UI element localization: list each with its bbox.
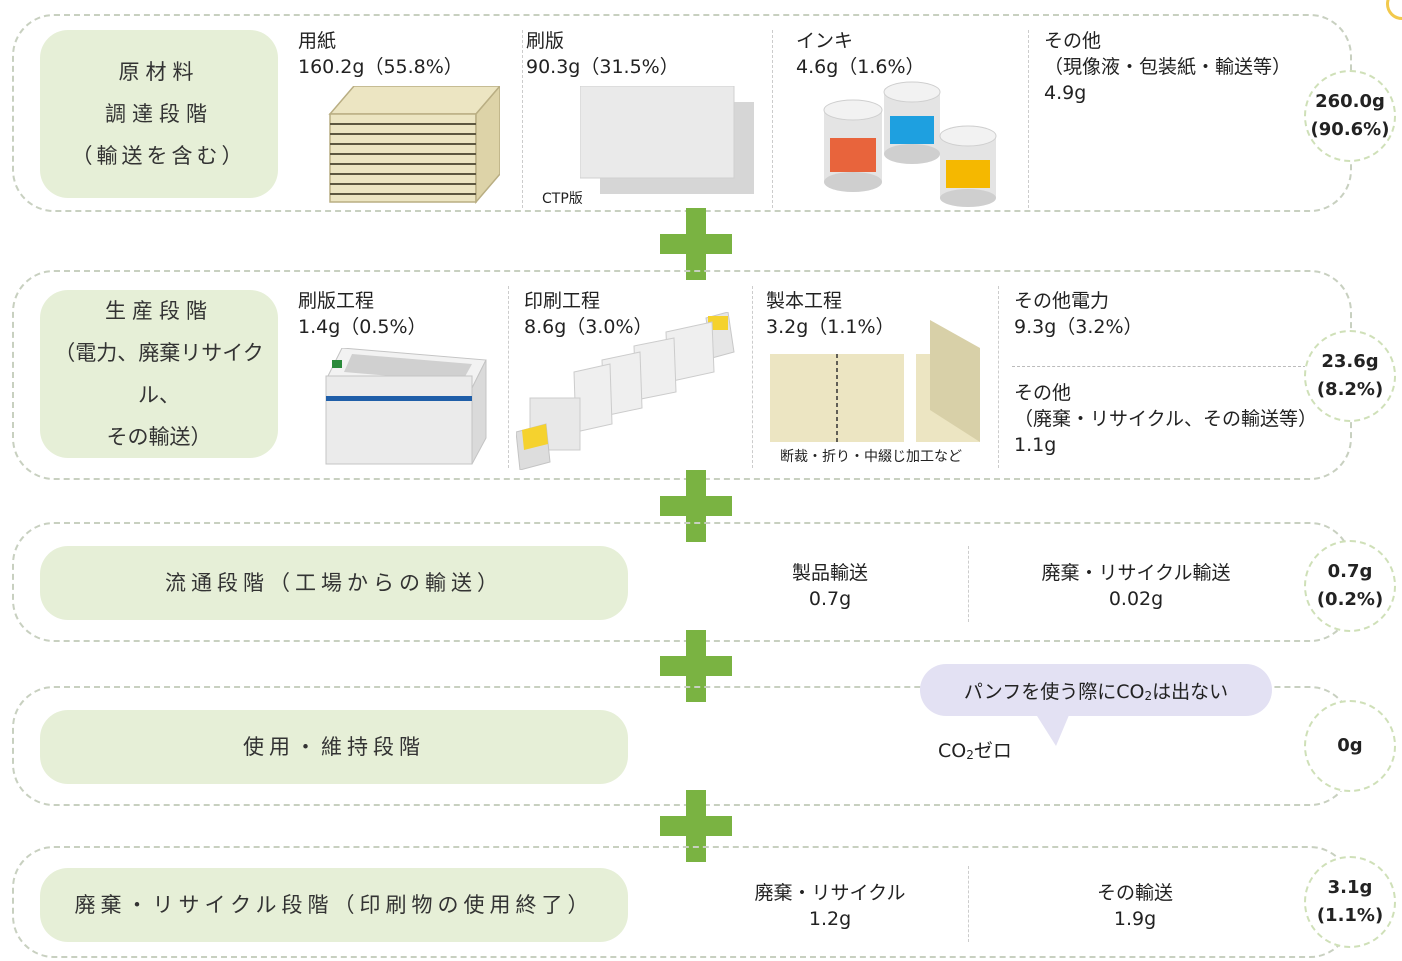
item-paper: 用紙 160.2g（55.8%） (298, 28, 463, 80)
item-other-materials: その他 （現像液・包装紙・輸送等） 4.9g (1044, 28, 1291, 106)
item-value: 1.9g (1113, 908, 1157, 930)
stage-total: 3.1g (1.1%) (1304, 856, 1396, 948)
stage-label-line: 流通段階（工場からの輸送） (165, 571, 503, 595)
divider (752, 286, 753, 468)
total-percent: (90.6%) (1310, 119, 1390, 140)
item-value: 4.9g (1044, 82, 1087, 104)
divider (968, 866, 969, 942)
item-name: 刷版工程 (298, 290, 375, 312)
divider (522, 30, 523, 208)
divider (1028, 30, 1029, 208)
item-value: 1.2g (808, 908, 852, 930)
total-percent: (1.1%) (1316, 905, 1384, 926)
stage-total: 260.0g (90.6%) (1304, 70, 1396, 162)
stage-total: 0g (1304, 700, 1396, 792)
total-percent: (0.2%) (1316, 589, 1384, 610)
item-disposal-recycle: 廃棄・リサイクル 1.2g (736, 880, 924, 932)
plus-icon (660, 790, 732, 862)
platesetter-icon (325, 348, 487, 465)
plate-caption: CTP版 (542, 191, 583, 207)
stage-total: 23.6g (8.2%) (1304, 330, 1396, 422)
stage-label-line: 原材料 (118, 60, 200, 84)
total-value: 0g (1337, 735, 1363, 756)
binding-caption: 断裁・折り・中綴じ加工など (780, 449, 962, 465)
binding-sheets-icon (770, 320, 980, 442)
printing-press-icon (516, 312, 735, 470)
item-value: 160.2g（55.8%） (298, 56, 463, 78)
stage-label-line: 調達段階 (105, 102, 213, 126)
item-name: その他 (1044, 30, 1102, 52)
item-product-transport: 製品輸送 0.7g (748, 560, 912, 612)
item-name: その輸送 (1096, 882, 1173, 904)
item-name: 用紙 (298, 30, 337, 52)
speech-bubble: パンフを使う際にCO2は出ない (920, 664, 1272, 716)
bubble-text: パンフを使う際にCO2は出ない (963, 680, 1229, 703)
item-ink: インキ 4.6g（1.6%） (796, 28, 925, 80)
stage-label-production: 生産段階 （電力、廃棄リサイクル、 その輸送） (40, 290, 278, 458)
item-value: 9.3g（3.2%） (1014, 316, 1143, 338)
divider (508, 286, 509, 468)
item-name: 製品輸送 (791, 562, 868, 584)
total-percent: (8.2%) (1316, 379, 1384, 400)
stage-label-line: （輸送を含む） (71, 144, 247, 168)
total-value: 260.0g (1315, 91, 1385, 112)
item-other-power: その他電力 9.3g（3.2%） (1014, 288, 1143, 340)
divider (1012, 366, 1306, 367)
stage-label-line: 生産段階 (105, 299, 213, 323)
stage-label-line: 使用・維持段階 (243, 735, 425, 759)
plus-icon (660, 470, 732, 542)
stage-label-line: （電力、廃棄リサイクル、 (54, 341, 264, 407)
item-note: （廃棄・リサイクル、その輸送等） (1014, 408, 1318, 430)
stage-label-distribution: 流通段階（工場からの輸送） (40, 546, 628, 620)
ink-cans-icon (823, 81, 997, 207)
divider (998, 286, 999, 468)
stage-label-line: 廃棄・リサイクル段階（印刷物の使用終了） (74, 893, 594, 917)
item-name: 廃棄・リサイクル (754, 882, 906, 904)
item-name: 刷版 (526, 30, 565, 52)
co2-zero-text: CO2ゼロ (938, 740, 1012, 762)
item-other-production: その他 （廃棄・リサイクル、その輸送等） 1.1g (1014, 380, 1317, 458)
plate-icon (580, 86, 754, 194)
divider (968, 546, 969, 622)
item-plate: 刷版 90.3g（31.5%） (526, 28, 679, 80)
item-value: 8.6g（3.0%） (524, 316, 653, 338)
item-recycle-transport: 廃棄・リサイクル輸送 0.02g (1020, 560, 1252, 612)
total-value: 3.1g (1327, 877, 1373, 898)
item-value: 90.3g（31.5%） (526, 56, 679, 78)
item-note: （現像液・包装紙・輸送等） (1044, 56, 1292, 78)
item-name: 製本工程 (766, 290, 843, 312)
item-value: 1.4g（0.5%） (298, 316, 427, 338)
item-name: その他 (1014, 382, 1072, 404)
item-name: 印刷工程 (524, 290, 601, 312)
item-value: 1.1g (1014, 434, 1057, 456)
stage-total: 0.7g (0.2%) (1304, 540, 1396, 632)
stage-label-disposal: 廃棄・リサイクル段階（印刷物の使用終了） (40, 868, 628, 942)
stage-label-raw-materials: 原材料 調達段階 （輸送を含む） (40, 30, 278, 198)
item-value: 3.2g（1.1%） (766, 316, 895, 338)
item-name: その他電力 (1014, 290, 1110, 312)
stage-label-use: 使用・維持段階 (40, 710, 628, 784)
total-value: 0.7g (1327, 561, 1373, 582)
item-name: インキ (796, 30, 854, 52)
paper-stack-icon (328, 86, 500, 204)
plus-icon (660, 208, 732, 280)
item-platemaking: 刷版工程 1.4g（0.5%） (298, 288, 427, 340)
stage-label-line: その輸送） (106, 425, 212, 449)
item-value: 4.6g（1.6%） (796, 56, 925, 78)
item-value: 0.02g (1108, 588, 1164, 610)
item-value: 0.7g (808, 588, 852, 610)
divider (772, 30, 773, 208)
item-binding: 製本工程 3.2g（1.1%） (766, 288, 895, 340)
plus-icon (660, 630, 732, 702)
item-disposal-transport: その輸送 1.9g (1060, 880, 1210, 932)
corner-decoration (1386, 0, 1402, 20)
total-value: 23.6g (1321, 351, 1379, 372)
item-name: 廃棄・リサイクル輸送 (1041, 562, 1231, 584)
item-printing: 印刷工程 8.6g（3.0%） (524, 288, 653, 340)
